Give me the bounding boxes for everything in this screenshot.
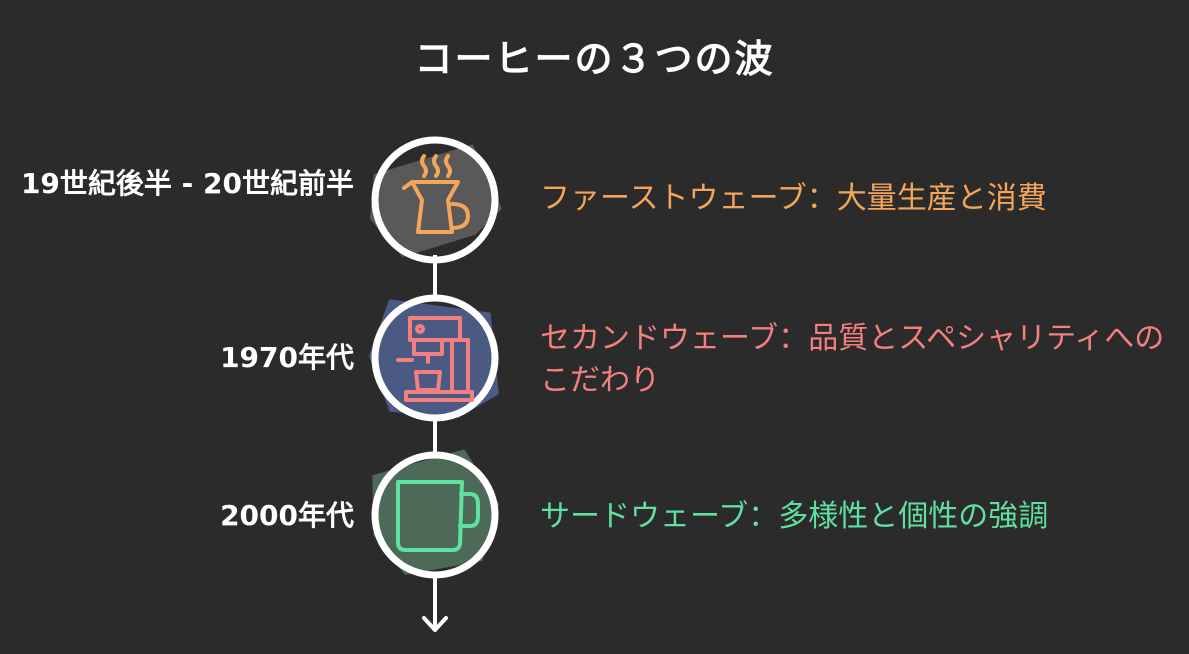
event-description-2: セカンドウェーブ：品質とスペシャリティへのこだわり xyxy=(540,321,1165,398)
timeline-node-3 xyxy=(371,449,500,579)
page-title: コーヒーの３つの波 xyxy=(414,37,775,81)
arrow-down-icon xyxy=(422,616,448,632)
timeline-node-2 xyxy=(368,294,499,422)
espresso-machine-icon xyxy=(396,316,474,402)
timeline-node-1 xyxy=(370,136,502,264)
event-description-3: サードウェーブ：多様性と個性の強調 xyxy=(540,499,1049,534)
event-date-1: 19世紀後半 - 20世紀前半 xyxy=(20,167,354,200)
event-date-2: 1970年代 xyxy=(220,341,354,374)
event-description-1: ファーストウェーブ：大量生産と消費 xyxy=(540,181,1047,216)
coffee-pot-icon xyxy=(402,154,470,234)
mug-icon xyxy=(396,480,480,552)
event-date-3: 2000年代 xyxy=(220,499,354,532)
